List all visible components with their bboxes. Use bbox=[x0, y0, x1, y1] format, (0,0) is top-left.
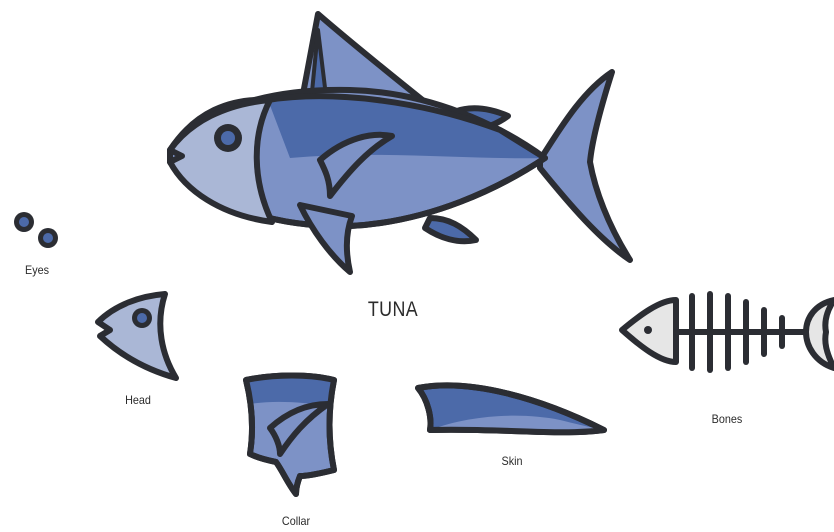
part-label-eyes: Eyes bbox=[25, 263, 49, 277]
diagram-title: TUNA bbox=[368, 298, 418, 322]
bones-icon bbox=[622, 294, 834, 370]
collar-icon bbox=[246, 376, 334, 495]
eyes-icon bbox=[14, 212, 58, 248]
part-label-head: Head bbox=[125, 393, 151, 407]
part-label-bones: Bones bbox=[712, 412, 743, 426]
skin-icon bbox=[418, 385, 604, 432]
part-label-collar: Collar bbox=[282, 514, 310, 528]
head-icon bbox=[98, 294, 176, 378]
tuna-whole-icon bbox=[170, 14, 630, 272]
part-label-skin: Skin bbox=[501, 454, 522, 468]
